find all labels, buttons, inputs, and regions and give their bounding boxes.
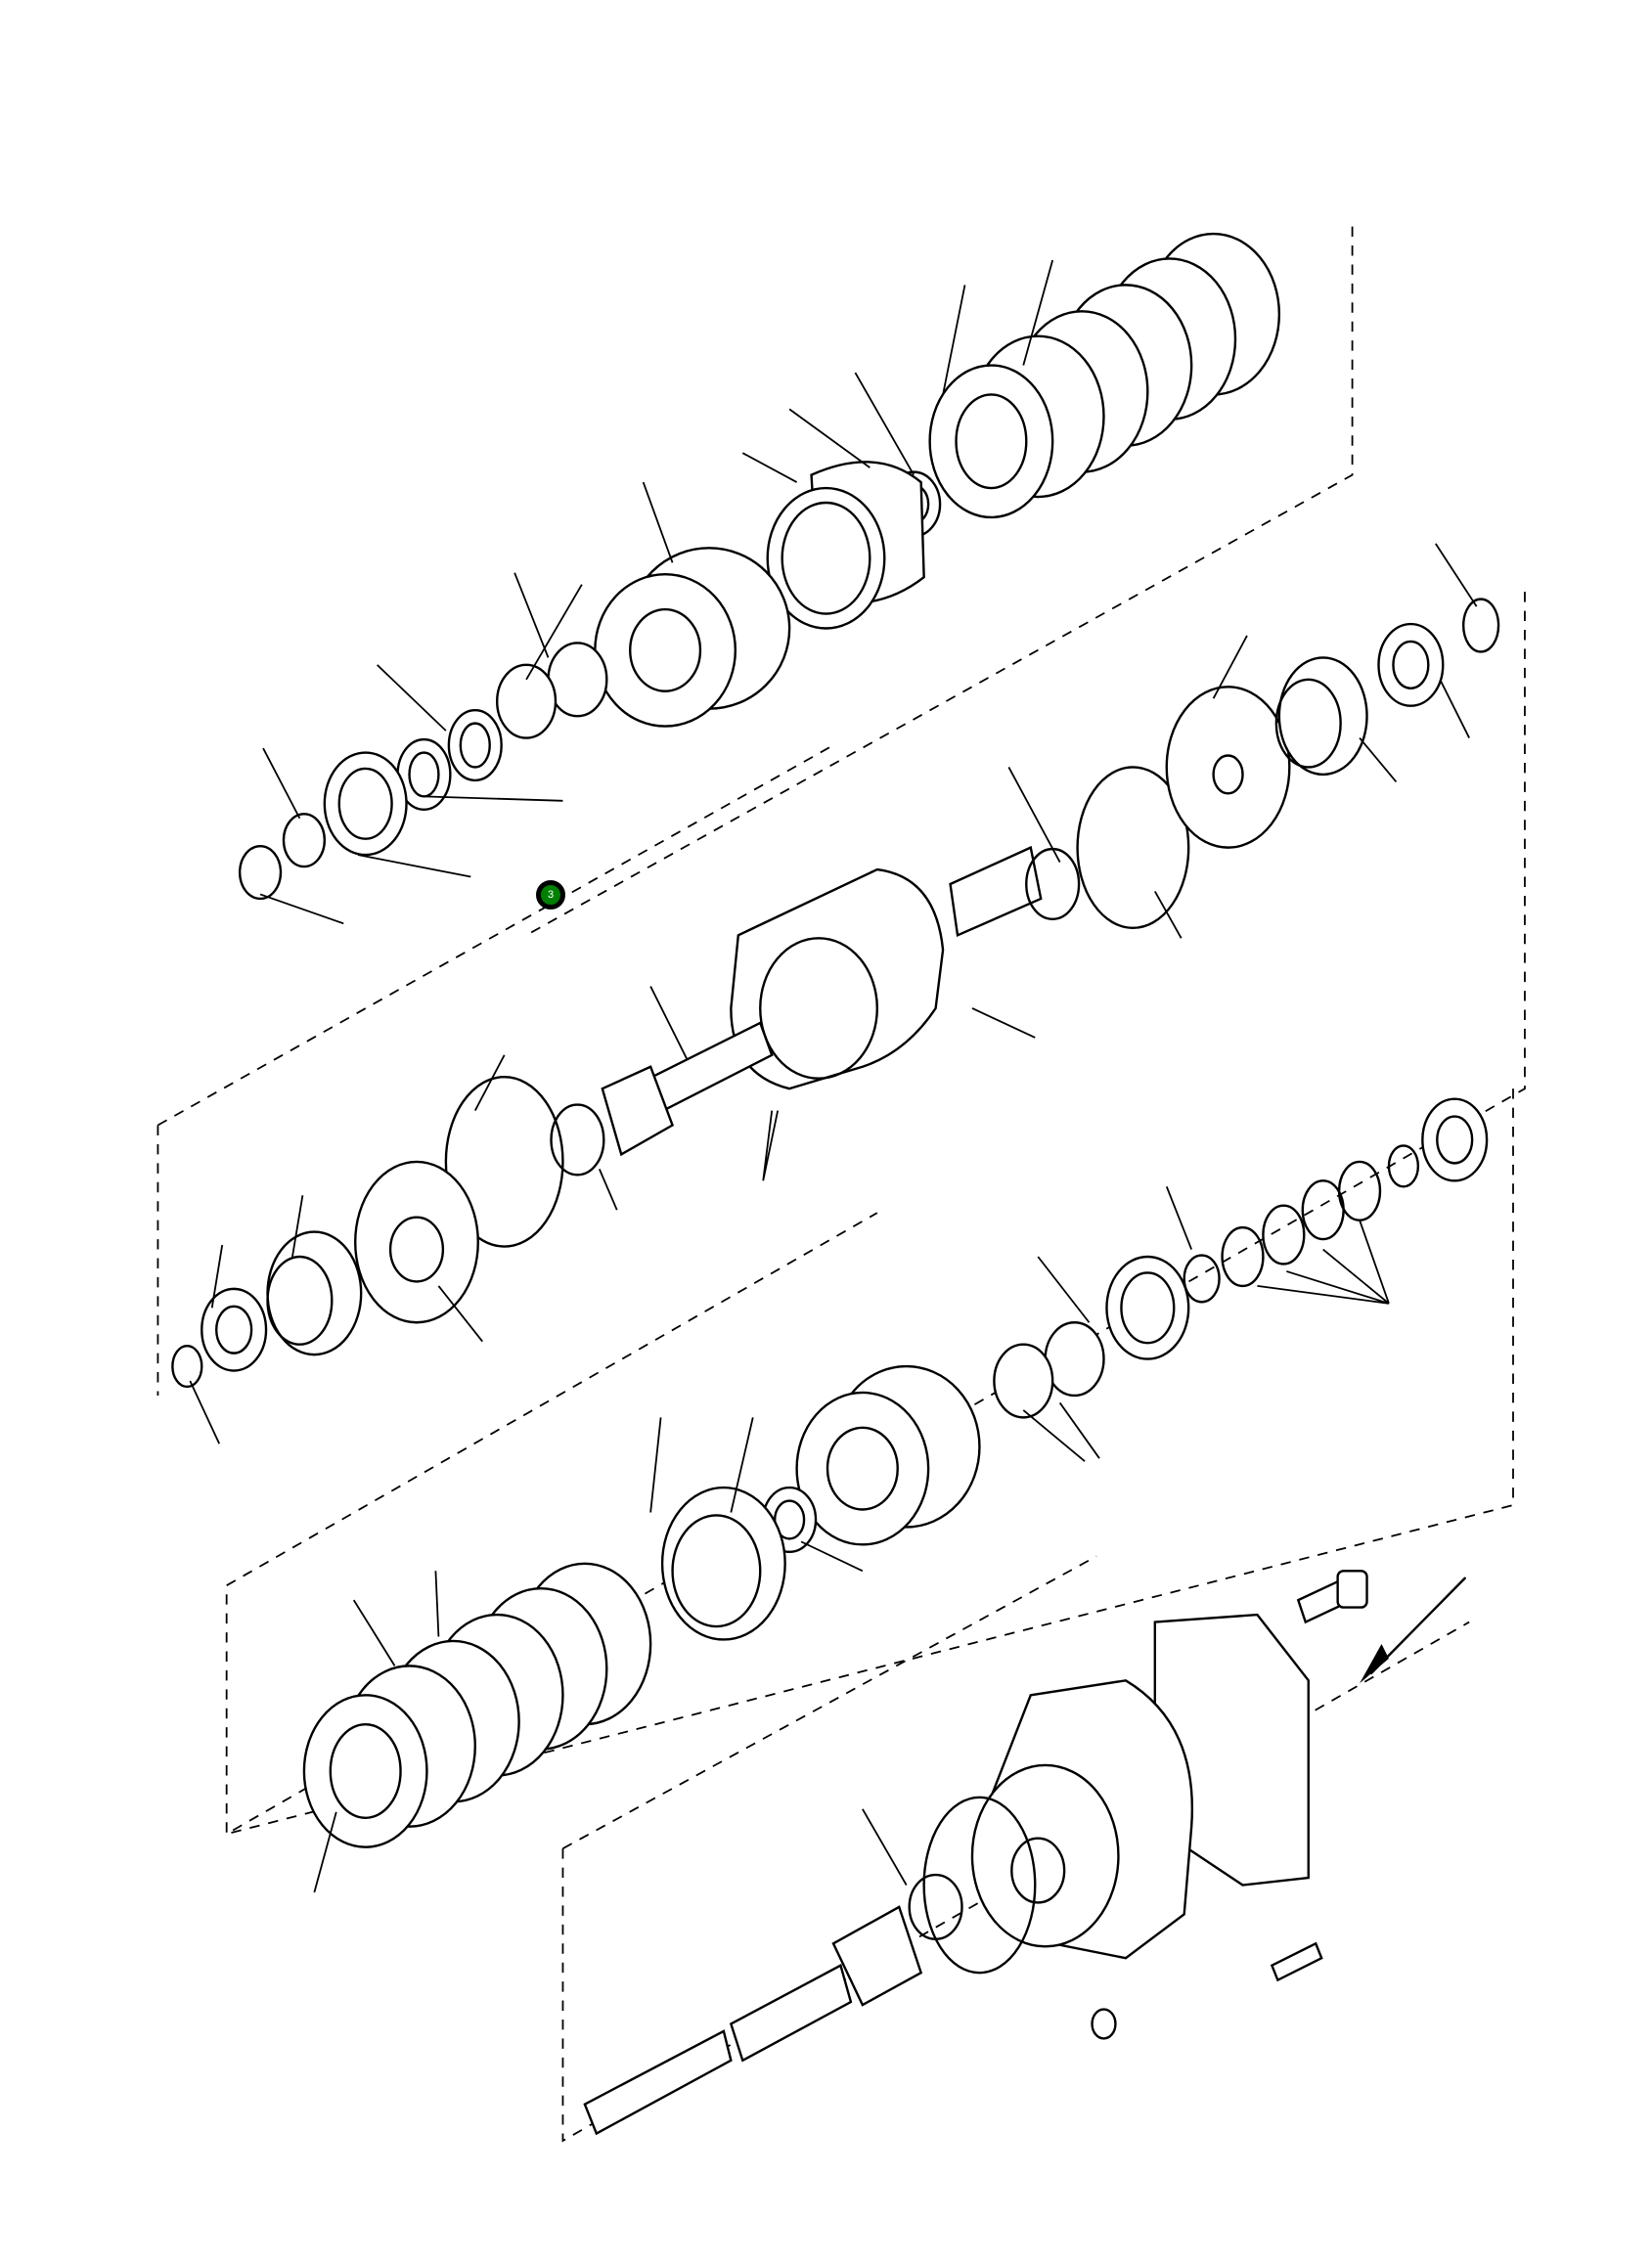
callout-marker-label: 3	[547, 889, 555, 901]
assembly-direction-arrow	[1360, 1577, 1466, 1684]
lower-clutch-pack	[302, 1097, 1489, 1893]
output-housing-assembly	[583, 1570, 1466, 2136]
center-shaft-assembly	[171, 543, 1500, 1444]
callout-marker-3[interactable]: 3	[536, 880, 565, 910]
clutch-discs-upper	[928, 232, 1281, 519]
upper-clutch-pack	[238, 232, 1281, 925]
